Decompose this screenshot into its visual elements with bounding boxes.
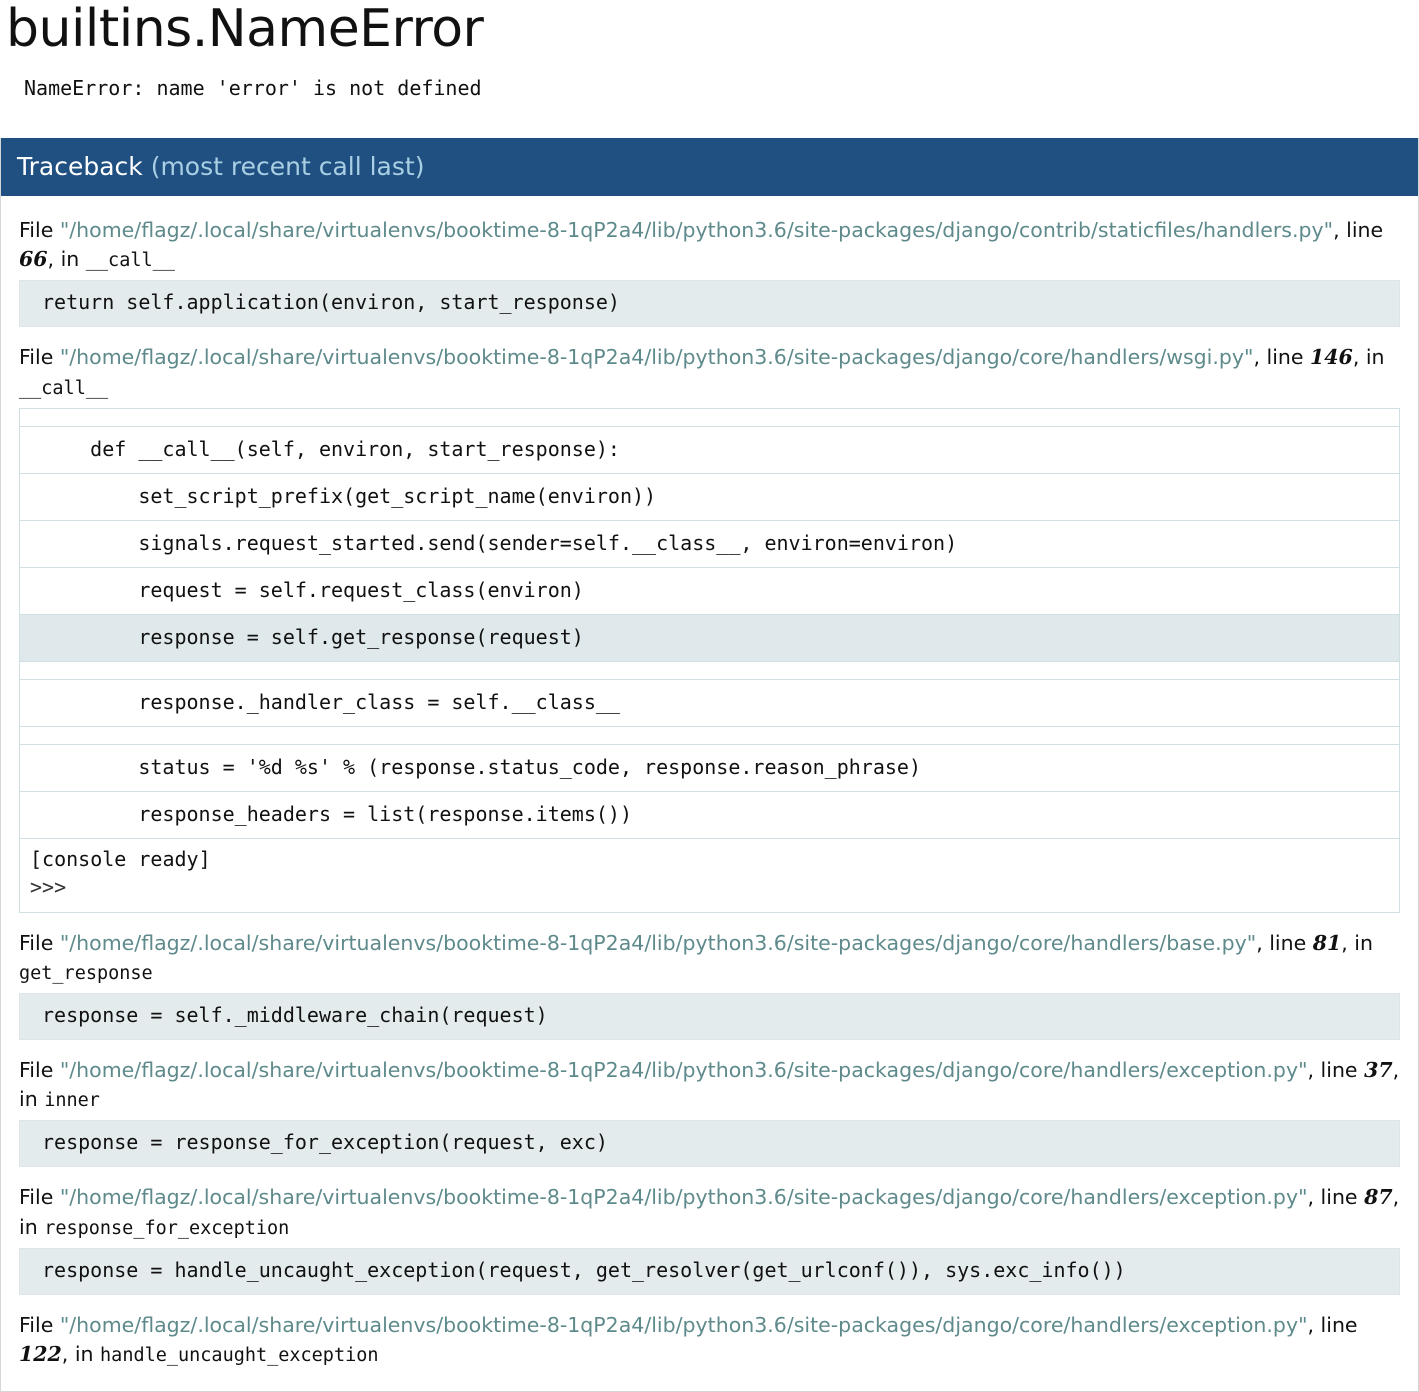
frame-function-name: get_response: [19, 962, 153, 984]
frame-code-context: def __call__(self, environ, start_respon…: [19, 407, 1400, 839]
code-line-row[interactable]: [19, 725, 1400, 745]
frame-function-name: __call__: [85, 250, 175, 272]
traceback-frame: File "/home/flagz/.local/share/virtualen…: [19, 1311, 1400, 1369]
frame-line-label: , line: [1333, 218, 1384, 243]
frame-code-line: response = handle_uncaught_exception(req…: [19, 1247, 1400, 1295]
frame-line-number: 122: [19, 1341, 62, 1366]
traceback-frame: File "/home/flagz/.local/share/virtualen…: [19, 1183, 1400, 1295]
frame-line-number: 81: [1312, 930, 1342, 955]
console-ready-message: [console ready]: [30, 846, 211, 871]
frame-file-label: File: [19, 1058, 60, 1083]
frame-in-label: , in: [1352, 345, 1385, 370]
frame-file-path[interactable]: "/home/flagz/.local/share/virtualenvs/bo…: [59, 218, 1334, 243]
code-line-row[interactable]: response_headers = list(response.items()…: [19, 790, 1400, 839]
code-line-row[interactable]: response._handler_class = self.__class__: [19, 678, 1400, 727]
code-line-text: response_headers = list(response.items()…: [42, 801, 633, 826]
traceback-frame-list: File "/home/flagz/.local/share/virtualen…: [1, 196, 1418, 1391]
frame-line-number: 87: [1364, 1185, 1393, 1210]
frame-file-label: File: [19, 1185, 60, 1210]
traceback-header-subtitle: (most recent call last): [150, 152, 425, 182]
frame-in-label: , in: [61, 1341, 101, 1366]
frame-line-label: , line: [1307, 1058, 1365, 1083]
frame-file-label: File: [19, 1312, 60, 1337]
code-line-text: response._handler_class = self.__class__: [42, 689, 620, 714]
frame-line-number: 66: [19, 247, 48, 272]
exception-message: NameError: name 'error' is not defined: [24, 76, 482, 101]
frame-file-label: File: [19, 930, 60, 955]
code-line-row[interactable]: status = '%d %s' % (response.status_code…: [19, 743, 1400, 792]
frame-file-label: File: [19, 345, 60, 370]
code-line-text: signals.request_started.send(sender=self…: [42, 530, 958, 555]
frame-line-label: , line: [1253, 345, 1311, 370]
code-line-text: set_script_prefix(get_script_name(enviro…: [42, 483, 657, 508]
traceback-panel: Traceback (most recent call last) File "…: [0, 138, 1419, 1392]
frame-in-label: , in: [47, 247, 86, 272]
page-header: builtins.NameError NameError: name 'erro…: [0, 0, 1419, 101]
frame-file-path[interactable]: "/home/flagz/.local/share/virtualenvs/bo…: [59, 930, 1257, 955]
frame-line-number: 146: [1310, 345, 1353, 370]
traceback-header: Traceback (most recent call last): [1, 138, 1418, 197]
frame-function-name: response_for_exception: [44, 1217, 290, 1239]
code-line-row[interactable]: set_script_prefix(get_script_name(enviro…: [19, 472, 1400, 521]
code-line-row[interactable]: [19, 408, 1400, 427]
frame-line-label: , line: [1307, 1312, 1358, 1337]
frame-file-path[interactable]: "/home/flagz/.local/share/virtualenvs/bo…: [59, 1058, 1308, 1083]
code-line-row-highlighted[interactable]: response = self.get_response(request): [19, 613, 1400, 662]
exception-title: builtins.NameError: [6, 0, 484, 59]
frame-location: File "/home/flagz/.local/share/virtualen…: [19, 929, 1400, 987]
code-line-row[interactable]: request = self.request_class(environ): [19, 566, 1400, 615]
code-line-row[interactable]: signals.request_started.send(sender=self…: [19, 519, 1400, 568]
code-line-text: response = self.get_response(request): [42, 624, 584, 649]
frame-file-path[interactable]: "/home/flagz/.local/share/virtualenvs/bo…: [59, 345, 1254, 370]
frame-location: File "/home/flagz/.local/share/virtualen…: [19, 1056, 1400, 1114]
frame-in-label: , in: [1341, 930, 1373, 955]
frame-file-label: File: [19, 218, 60, 243]
frame-file-path[interactable]: "/home/flagz/.local/share/virtualenvs/bo…: [59, 1185, 1308, 1210]
frame-location: File "/home/flagz/.local/share/virtualen…: [19, 216, 1400, 274]
frame-line-label: , line: [1256, 930, 1313, 955]
frame-location: File "/home/flagz/.local/share/virtualen…: [19, 1311, 1400, 1369]
interactive-console[interactable]: [console ready] >>>: [19, 838, 1400, 913]
frame-file-path[interactable]: "/home/flagz/.local/share/virtualenvs/bo…: [59, 1312, 1308, 1337]
frame-in-label: , in: [19, 1058, 1400, 1112]
code-line-row[interactable]: def __call__(self, environ, start_respon…: [19, 425, 1400, 474]
frame-function-name: __call__: [19, 377, 109, 399]
frame-code-line: response = self._middleware_chain(reques…: [19, 993, 1400, 1041]
traceback-frame: File "/home/flagz/.local/share/virtualen…: [19, 929, 1400, 1041]
console-prompt[interactable]: >>>: [30, 875, 67, 900]
traceback-frame: File "/home/flagz/.local/share/virtualen…: [19, 343, 1400, 913]
code-line-text: request = self.request_class(environ): [42, 577, 584, 602]
code-line-text: status = '%d %s' % (response.status_code…: [42, 754, 921, 779]
frame-location: File "/home/flagz/.local/share/virtualen…: [19, 1183, 1400, 1241]
frame-function-name: inner: [44, 1090, 100, 1112]
code-line-row[interactable]: [19, 660, 1400, 680]
frame-code-line: response = response_for_exception(reques…: [19, 1120, 1400, 1168]
traceback-frame: File "/home/flagz/.local/share/virtualen…: [19, 216, 1400, 328]
frame-function-name: handle_uncaught_exception: [100, 1344, 379, 1366]
frame-location: File "/home/flagz/.local/share/virtualen…: [19, 343, 1400, 401]
frame-line-number: 37: [1364, 1058, 1393, 1083]
frame-line-label: , line: [1307, 1185, 1365, 1210]
frame-code-line: return self.application(environ, start_r…: [19, 280, 1400, 328]
code-line-text: def __call__(self, environ, start_respon…: [42, 436, 620, 461]
traceback-frame: File "/home/flagz/.local/share/virtualen…: [19, 1056, 1400, 1168]
frame-in-label: , in: [19, 1185, 1400, 1239]
traceback-header-title: Traceback: [17, 152, 151, 182]
